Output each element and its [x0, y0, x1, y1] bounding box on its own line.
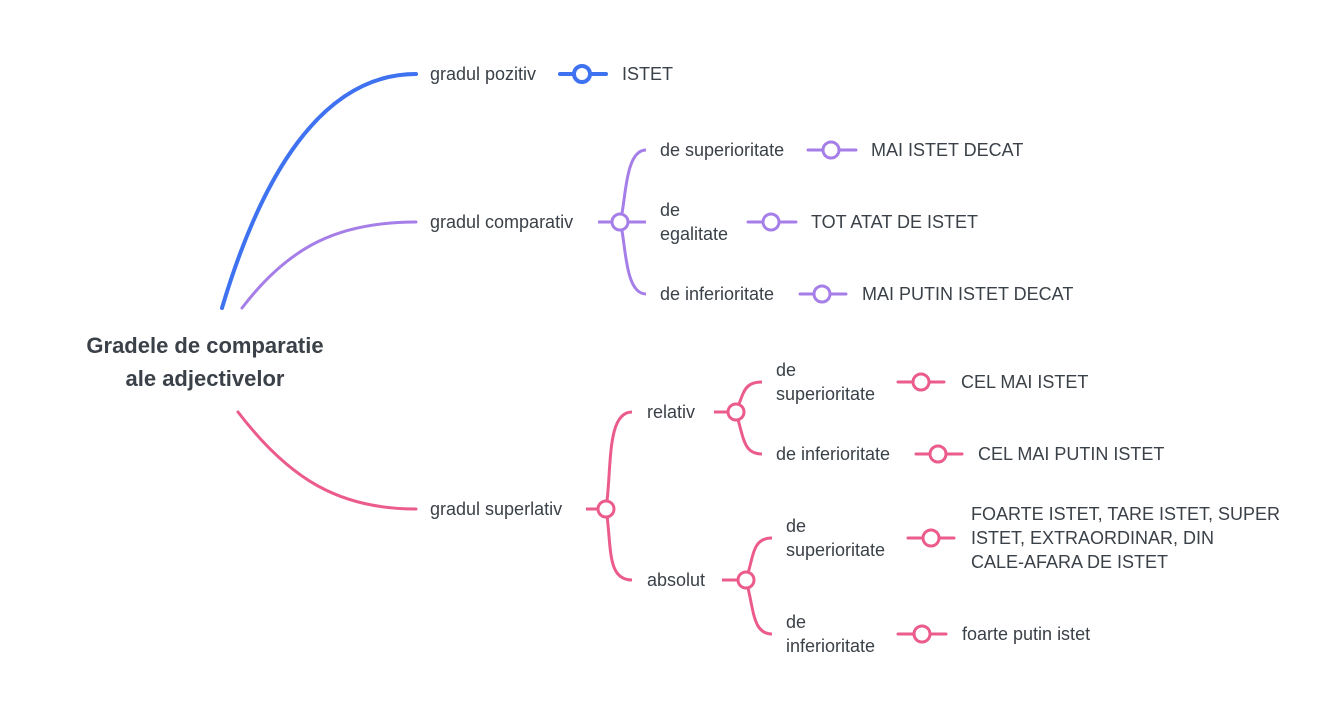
node-rel-superioritate-line2: superioritate [776, 384, 876, 404]
hub-relativ [726, 402, 746, 422]
node-dot-abs-inf [912, 624, 932, 644]
node-dot-rel-inf [928, 444, 948, 464]
node-rel-inferioritate[interactable]: de inferioritate [776, 444, 891, 464]
node-abs-inferioritate-line2: inferioritate [786, 636, 876, 656]
node-gradul-superlativ[interactable]: gradul superlativ [430, 499, 563, 519]
leaf-rel-inferioritate-value[interactable]: CEL MAI PUTIN ISTET [978, 444, 1165, 464]
hub-superlativ [596, 499, 616, 519]
node-dot-rel-sup [911, 372, 931, 392]
node-abs-superioritate[interactable]: de superioritate [786, 514, 885, 562]
link-root-comparativ [240, 220, 418, 310]
node-dot-comp-inf [812, 284, 832, 304]
node-dot-comp-egal [761, 212, 781, 232]
node-comp-egalitate-line2: egalitate [660, 224, 729, 244]
link-root-superlativ [236, 410, 418, 511]
leaf-rel-superioritate-value[interactable]: CEL MAI ISTET [961, 372, 1089, 392]
leaf-comp-inferioritate-value[interactable]: MAI PUTIN ISTET DECAT [862, 284, 1074, 304]
fork-superlativ-relativ [604, 410, 633, 510]
leaf-abs-superioritate-value[interactable]: FOARTE ISTET, TARE ISTET, SUPER ISTET, E… [971, 502, 1280, 574]
root-title-line2: ale adjectivelor [125, 366, 285, 391]
node-comp-egalitate[interactable]: de egalitate [660, 198, 728, 246]
node-rel-superioritate-line1: de [776, 360, 797, 380]
leaf-abs-superioritate-line3: CALE-AFARA DE ISTET [971, 552, 1169, 572]
node-comp-egalitate-line1: de [660, 200, 681, 220]
node-abs-superioritate-line1: de [786, 516, 807, 536]
node-dot-pozitiv [572, 64, 592, 84]
node-abs-inferioritate-line1: de [786, 612, 807, 632]
node-abs-superioritate-line2: superioritate [786, 540, 886, 560]
hub-absolut [736, 570, 756, 590]
hub-comparativ [610, 212, 630, 232]
leaf-pozitiv-value[interactable]: ISTET [622, 64, 674, 84]
node-rel-superioritate[interactable]: de superioritate [776, 358, 875, 406]
node-absolut[interactable]: absolut [647, 570, 706, 590]
fork-comparativ-inf [618, 221, 647, 296]
node-comp-superioritate[interactable]: de superioritate [660, 140, 785, 160]
node-gradul-comparativ[interactable]: gradul comparativ [430, 212, 574, 232]
node-comp-inferioritate[interactable]: de inferioritate [660, 284, 775, 304]
node-relativ[interactable]: relativ [647, 402, 696, 422]
fork-superlativ-absolut [604, 508, 633, 582]
leaf-abs-superioritate-line1: FOARTE ISTET, TARE ISTET, SUPER [971, 504, 1281, 524]
leaf-abs-superioritate-line2: ISTET, EXTRAORDINAR, DIN [971, 528, 1215, 548]
link-root-pozitiv [220, 72, 418, 310]
leaf-comp-superioritate-value[interactable]: MAI ISTET DECAT [871, 140, 1024, 160]
node-abs-inferioritate[interactable]: de inferioritate [786, 610, 875, 658]
node-dot-abs-sup [921, 528, 941, 548]
root-title-line1: Gradele de comparatie [86, 333, 324, 358]
root-node[interactable]: Gradele de comparatie ale adjectivelor [50, 329, 360, 395]
node-dot-comp-sup [821, 140, 841, 160]
fork-comparativ-sup [618, 148, 647, 223]
leaf-abs-inferioritate-value[interactable]: foarte putin istet [962, 624, 1091, 644]
leaf-comp-egalitate-value[interactable]: TOT ATAT DE ISTET [811, 212, 979, 232]
node-gradul-pozitiv[interactable]: gradul pozitiv [430, 64, 537, 84]
